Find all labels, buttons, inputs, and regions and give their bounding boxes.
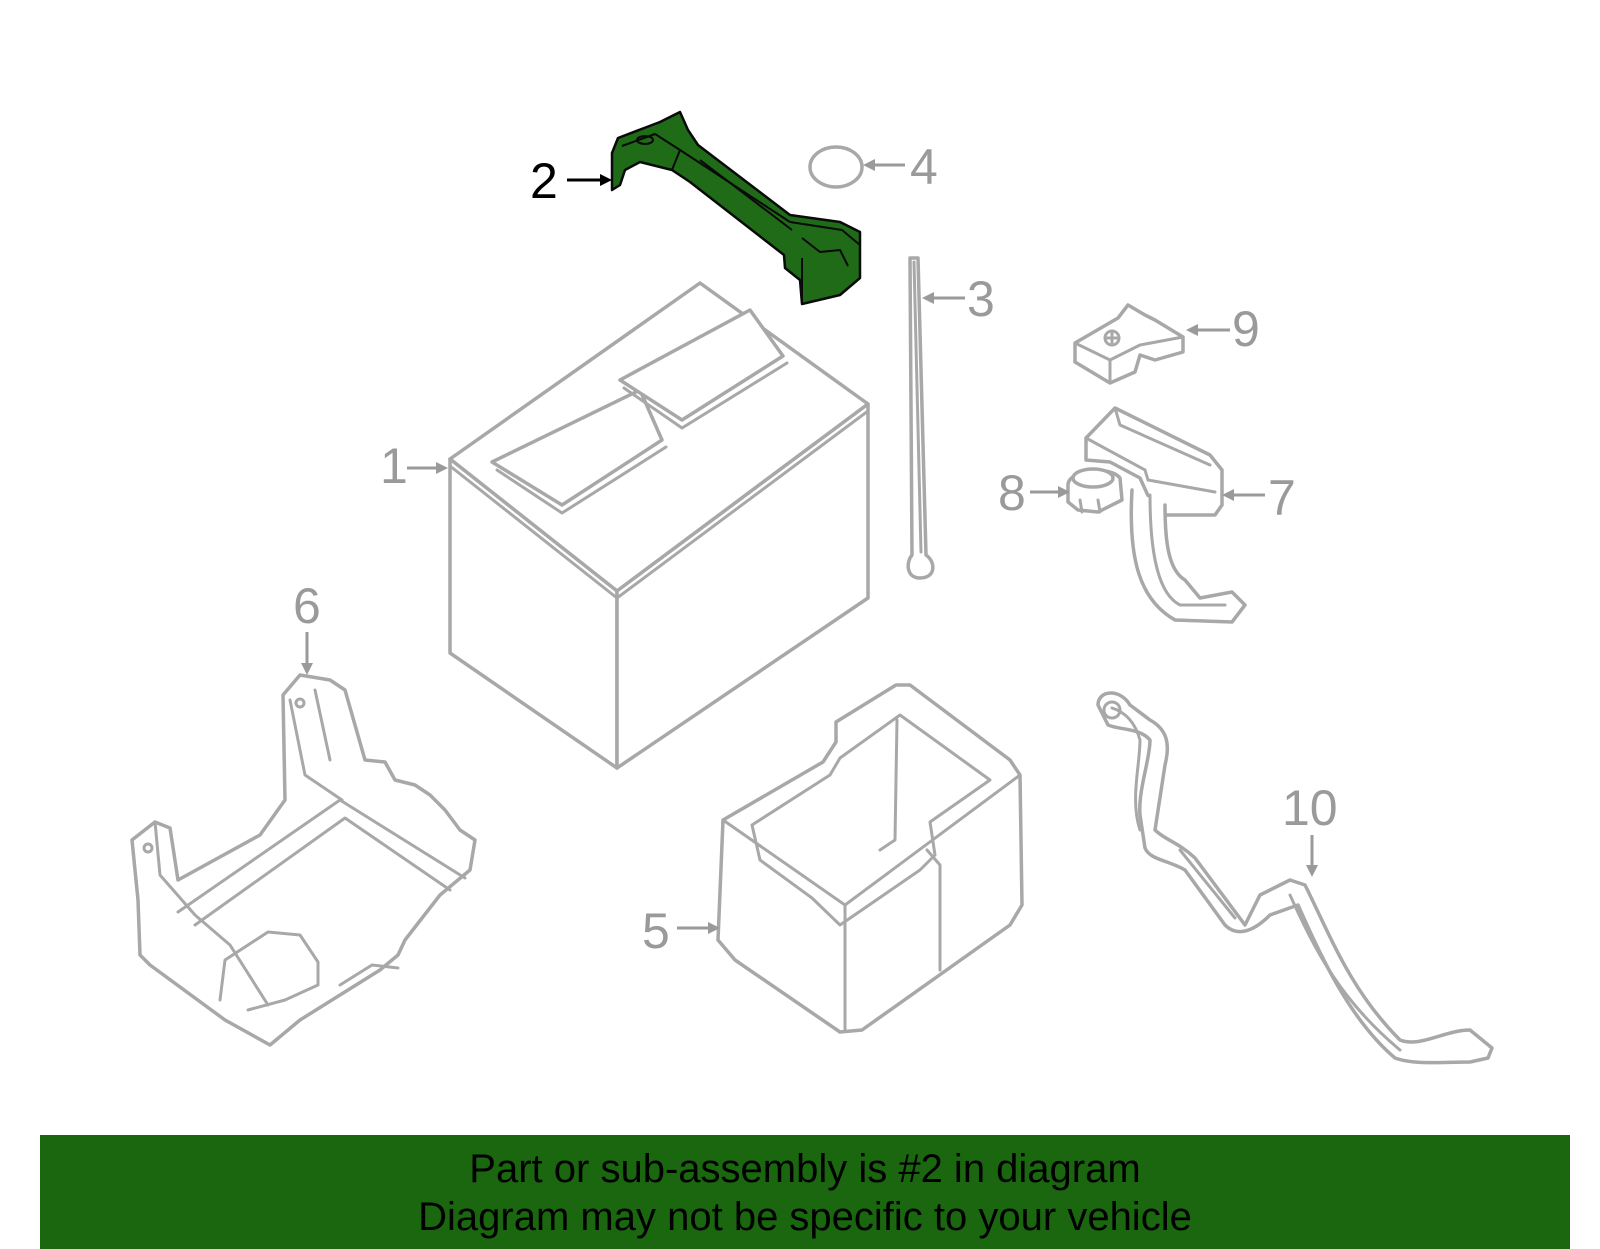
svg-text:6: 6: [293, 578, 321, 634]
part-4-ring[interactable]: [808, 145, 864, 189]
part-10-ground-cable[interactable]: [1096, 691, 1494, 1065]
svg-text:1: 1: [380, 438, 408, 494]
callout-10: 10: [1282, 780, 1338, 877]
part-1-battery[interactable]: [448, 281, 870, 770]
callout-4: 4: [863, 139, 938, 195]
part-6-battery-support[interactable]: [130, 673, 477, 1047]
svg-text:9: 9: [1232, 301, 1260, 357]
notice-line-1: Part or sub-assembly is #2 in diagram: [469, 1147, 1141, 1191]
callout-3: 3: [922, 271, 995, 327]
callout-8: 8: [998, 465, 1070, 521]
part-9-terminal-cover[interactable]: [1073, 303, 1185, 385]
part-3-hold-down-rod[interactable]: [906, 256, 935, 580]
part-7-terminal-cable[interactable]: [1084, 406, 1247, 624]
notice-line-2: Diagram may not be specific to your vehi…: [418, 1195, 1192, 1239]
callout-9: 9: [1186, 301, 1260, 357]
callout-7: 7: [1222, 470, 1296, 526]
callout-5: 5: [642, 903, 720, 959]
callout-6: 6: [293, 578, 321, 675]
svg-text:2: 2: [530, 153, 558, 209]
svg-text:7: 7: [1268, 470, 1296, 526]
notice-banner: Part or sub-assembly is #2 in diagram Di…: [40, 1135, 1570, 1249]
part-2-hold-down-bracket[interactable]: [610, 110, 862, 306]
svg-text:10: 10: [1282, 780, 1338, 836]
callout-1: 1: [380, 438, 448, 494]
svg-text:4: 4: [910, 139, 938, 195]
svg-text:5: 5: [642, 903, 670, 959]
part-8-terminal-clamp[interactable]: [1066, 467, 1124, 514]
svg-text:8: 8: [998, 465, 1026, 521]
part-5-battery-tray[interactable]: [716, 683, 1024, 1034]
svg-text:3: 3: [967, 271, 995, 327]
callout-2: 2: [530, 153, 612, 209]
